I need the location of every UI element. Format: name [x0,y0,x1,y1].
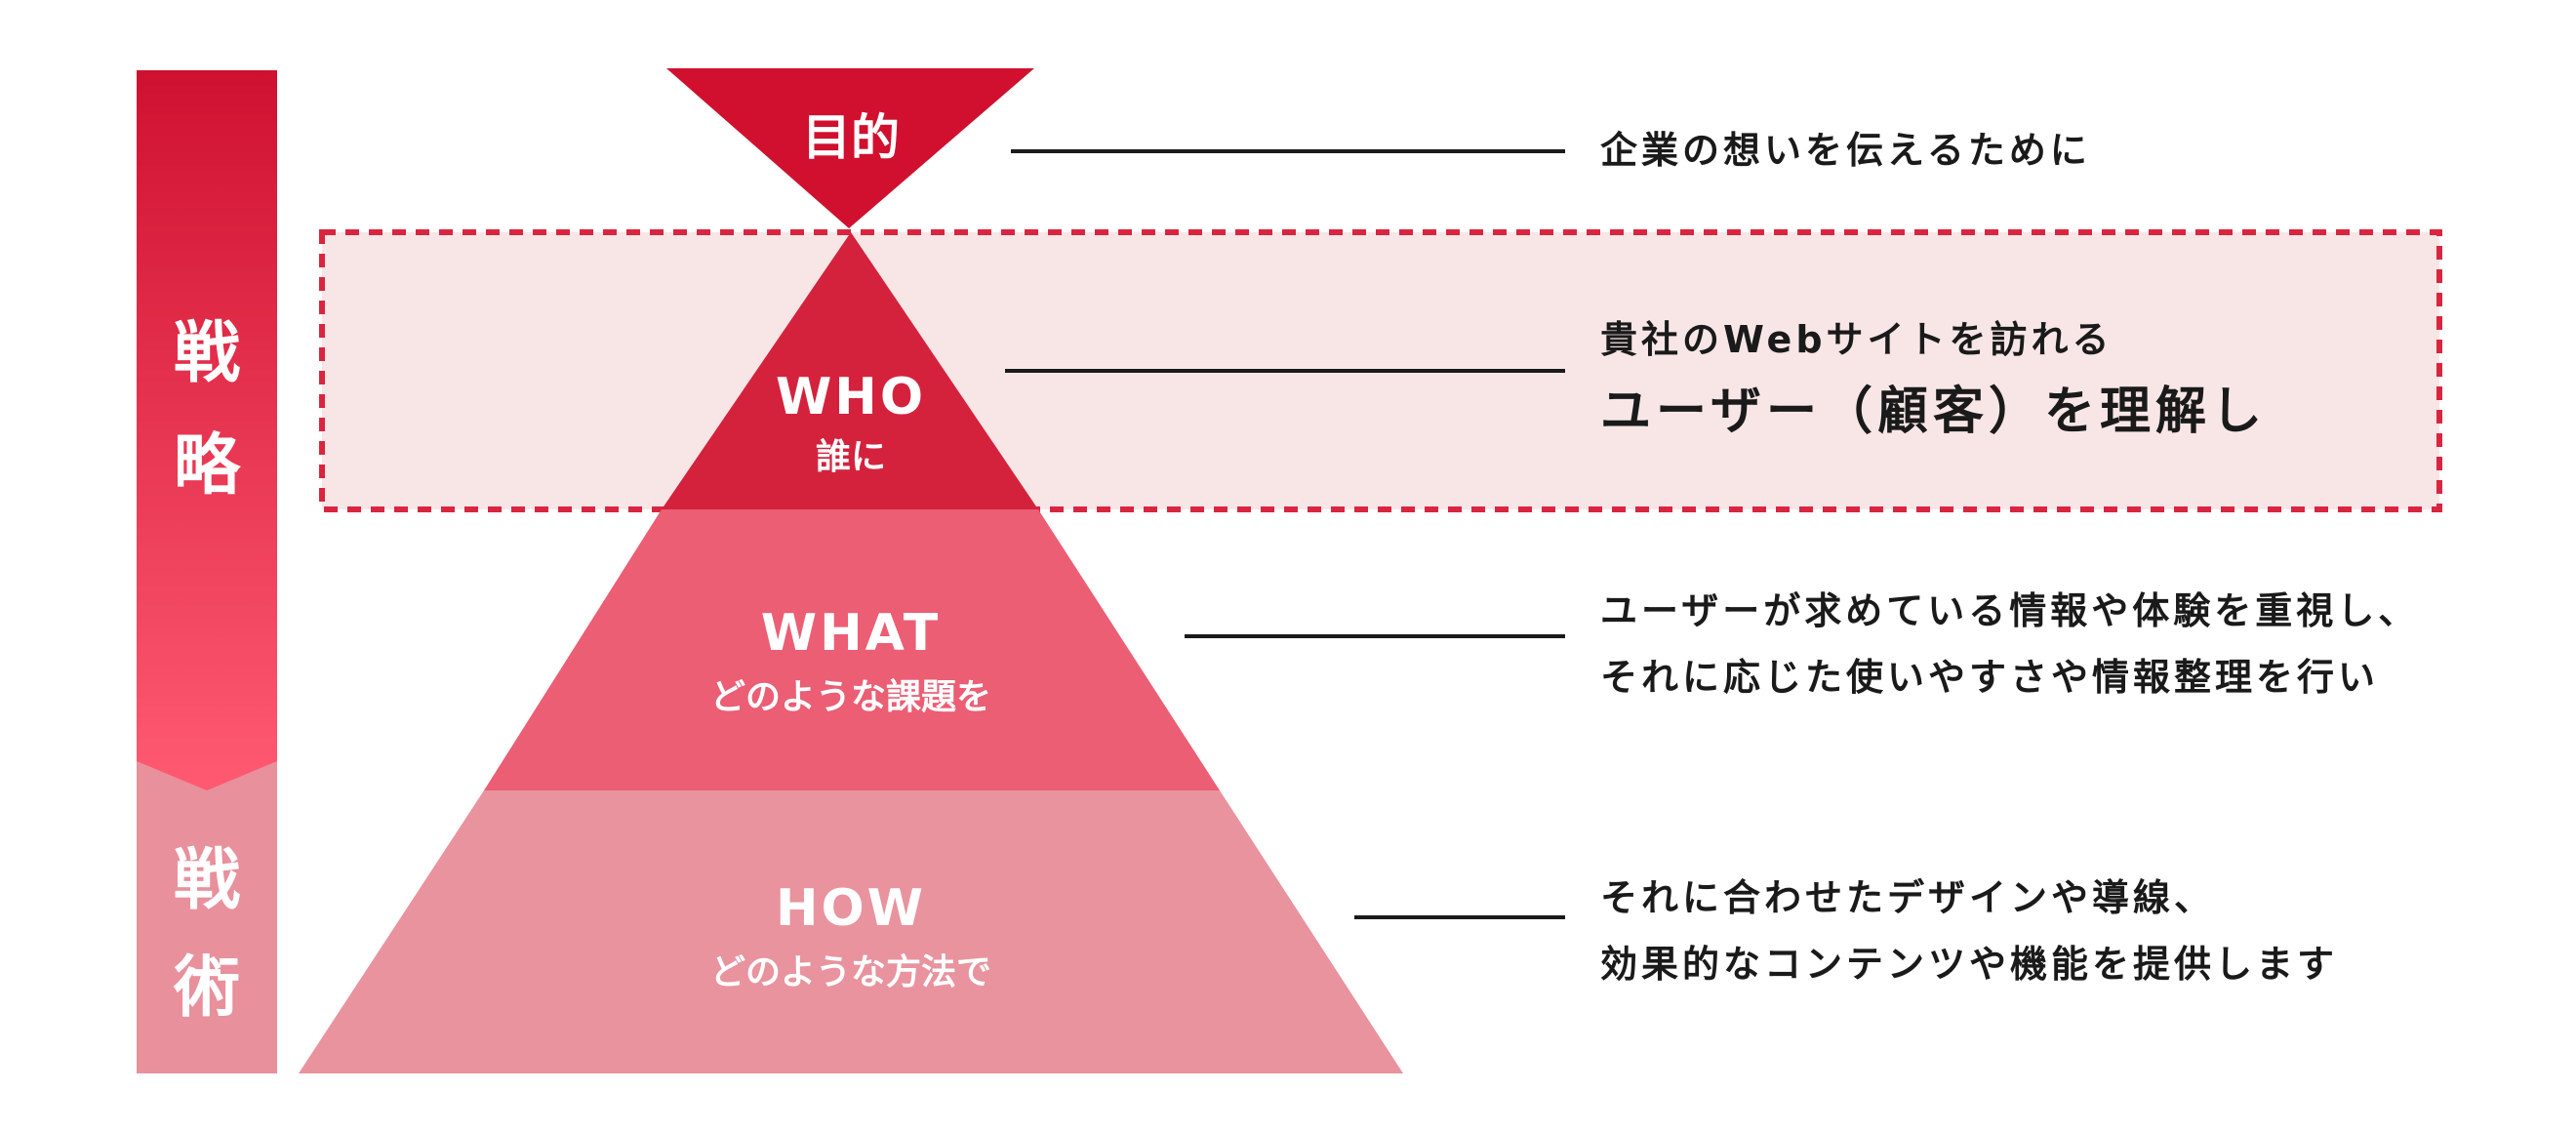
purpose-label: 目的 [802,109,900,166]
what-description-line-1: ユーザーが求めている情報や体験を重視し、 [1600,589,2420,632]
what-layer [484,509,1220,790]
strategy-label-char-2: 略 [174,427,241,505]
who-description: 貴社のWebサイトを訪れる ユーザー（顧客）を理解し [1600,306,2267,451]
how-description-line-2: 効果的なコンテンツや機能を提供します [1600,943,2339,986]
purpose-description-line-1: 企業の想いを伝えるために [1600,129,2091,172]
what-description-line-2: それに応じた使いやすさや情報整理を行い [1600,656,2380,699]
how-title: HOW [776,879,926,938]
what-title: WHAT [761,604,942,663]
who-layer [662,232,1038,509]
how-description-line-1: それに合わせたデザインや導線、 [1600,876,2216,919]
who-title: WHO [776,368,926,426]
who-description-line-2: ユーザー（顧客）を理解し [1600,383,2267,441]
what-description: ユーザーが求めている情報や体験を重視し、 それに応じた使いやすさや情報整理を行い [1600,578,2419,710]
purpose-description: 企業の想いを伝えるために [1600,117,2091,183]
who-description-line-1: 貴社のWebサイトを訪れる [1600,318,2113,361]
how-layer [299,790,1403,1073]
purpose-triangle [666,68,1034,228]
tactics-label-char-2: 術 [173,950,240,1027]
who-subtitle: 誰に [816,437,886,477]
how-description: それに合わせたデザインや導線、 効果的なコンテンツや機能を提供します [1600,865,2338,997]
strategy-label-char-1: 戦 [174,315,240,392]
tactics-label-char-1: 戦 [174,842,240,919]
how-subtitle: どのような方法で [710,952,991,992]
what-subtitle: どのような課題を [710,677,991,717]
strategy-bar [137,70,277,790]
